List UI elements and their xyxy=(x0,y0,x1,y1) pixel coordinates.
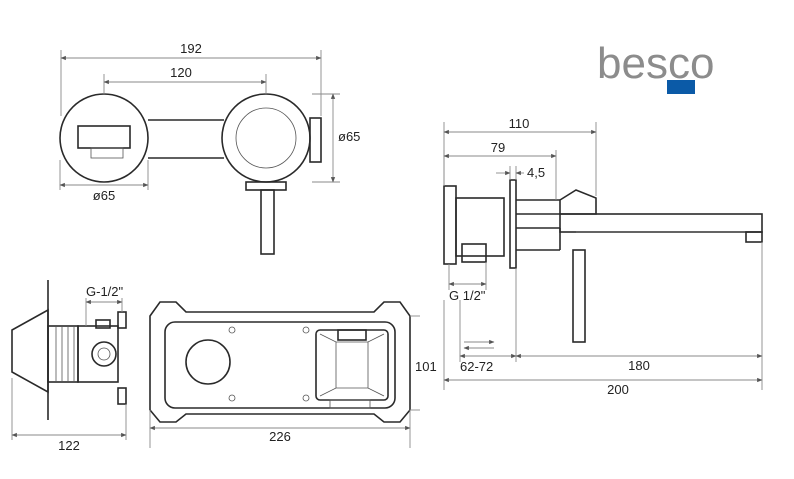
box-cartridge-opening xyxy=(185,339,231,385)
dim-ø65-right: ø65 xyxy=(338,129,360,144)
rosette-right xyxy=(221,93,311,183)
logo-wordmark: besco xyxy=(597,39,714,88)
dim-101: 101 xyxy=(415,359,437,374)
side-spout xyxy=(559,213,763,233)
side-valve-body xyxy=(455,197,505,257)
side-aerator xyxy=(745,231,763,243)
dim-180: 180 xyxy=(628,358,650,373)
lever-hub xyxy=(235,107,297,169)
dim-4-5: 4,5 xyxy=(527,165,545,180)
dim-110: 110 xyxy=(509,116,530,131)
side-wall-plate xyxy=(443,185,457,265)
dim-200: 200 xyxy=(607,382,629,397)
side-rosette xyxy=(509,179,517,269)
box-screw-br xyxy=(302,394,310,402)
dim-62-72: 62-72 xyxy=(460,359,493,374)
spout-outlet-front xyxy=(77,125,131,149)
box-side-inlet xyxy=(91,341,117,367)
dim-226: 226 xyxy=(269,429,291,444)
right-cap xyxy=(309,117,322,163)
dim-g-half-box: G-1/2" xyxy=(86,284,124,299)
brand-logo: besco xyxy=(597,39,714,94)
lever-handle xyxy=(260,189,275,255)
box-front-view: 226 101 xyxy=(149,301,437,448)
spout-outlet-inner xyxy=(90,147,124,159)
dim-ø65-left: ø65 xyxy=(93,188,115,203)
box-side-housing xyxy=(77,325,119,383)
logo-blue-square xyxy=(667,80,695,94)
box-inner-panel xyxy=(164,321,396,409)
box-outer-frame xyxy=(149,301,411,423)
front-view: 192 120 ø65 ø65 xyxy=(59,41,360,255)
rosette-left xyxy=(59,93,149,183)
box-screw-bl xyxy=(228,394,236,402)
dim-g-half-side: G 1/2" xyxy=(449,288,486,303)
side-lever-handle xyxy=(572,249,586,343)
side-view: 110 79 4,5 G 1/2" 62-72 180 200 xyxy=(443,116,763,397)
box-screw-tr xyxy=(302,326,310,334)
side-thread-inlet xyxy=(461,243,487,263)
side-lever-hub xyxy=(559,189,597,215)
box-side-body xyxy=(11,308,49,394)
dim-122: 122 xyxy=(58,438,80,453)
dim-120: 120 xyxy=(170,65,192,80)
dim-192: 192 xyxy=(180,41,202,56)
box-side-view: G-1/2" 122 xyxy=(11,280,127,453)
dim-79: 79 xyxy=(491,140,505,155)
box-screw-tl xyxy=(228,326,236,334)
